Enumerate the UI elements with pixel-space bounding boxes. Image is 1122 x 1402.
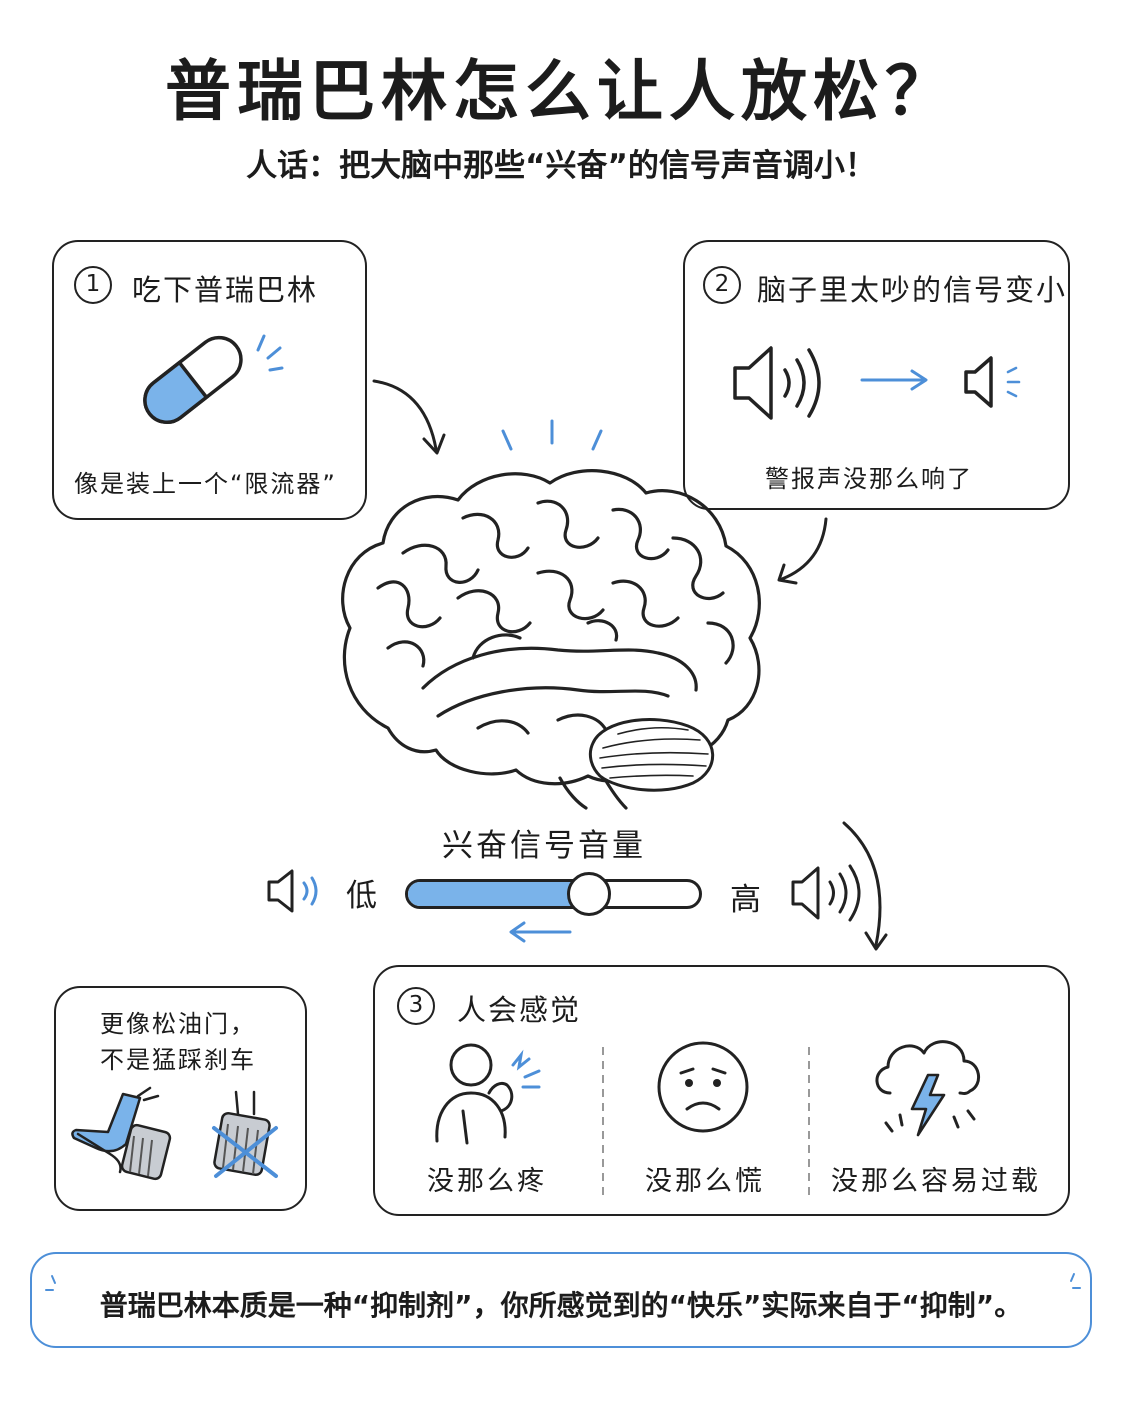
spark-right-icon: [1070, 1273, 1081, 1289]
step1-caption: 像是装上一个“限流器”: [74, 470, 337, 498]
page-subtitle: 人话：把大脑中那些“兴奋”的信号声音调小！: [246, 148, 876, 184]
step3-number: 3: [397, 987, 435, 1025]
step1-title: 吃下普瑞巴林: [132, 273, 319, 307]
arrow-step2-to-brain-icon: [777, 517, 828, 585]
brake-pedal-crossed-icon: [212, 1090, 278, 1178]
side-note-panel: 更像松油门， 不是猛踩刹车: [54, 986, 307, 1211]
summary-text: 普瑞巴林本质是一种“抑制剂”，你所感觉到的“快乐”实际来自于“抑制”。: [99, 1289, 1023, 1322]
spark-left-icon: [45, 1275, 56, 1291]
volume-high-icon: [791, 864, 861, 922]
page-title: 普瑞巴林怎么让人放松？: [165, 53, 957, 130]
step1-number: 1: [74, 266, 112, 304]
step3-panel: 3 人会感觉 没那么疼 没那么: [373, 965, 1070, 1216]
step3-title: 人会感觉: [457, 993, 582, 1027]
divider: [602, 1047, 604, 1197]
volume-slider-knob[interactable]: [567, 872, 612, 916]
step1-panel: 1 吃下普瑞巴林 像是装上一个“限流器”: [52, 240, 367, 520]
arrow-right-icon: [860, 369, 928, 391]
pill-icon: [143, 334, 284, 424]
summary-panel: 普瑞巴林本质是一种“抑制剂”，你所感觉到的“快乐”实际来自于“抑制”。: [30, 1252, 1092, 1348]
side-note-line2: 不是猛踩刹车: [100, 1046, 256, 1074]
step2-caption: 警报声没那么响了: [765, 465, 973, 493]
feeling-label-overload: 没那么容易过载: [831, 1166, 1041, 1197]
storm-cloud-icon: [875, 1040, 980, 1137]
step2-panel: 2 脑子里太吵的信号变小 警报声没那么响了: [683, 240, 1070, 510]
volume-low-icon: [267, 869, 318, 913]
arrow-volume-to-step3-icon: [842, 821, 888, 951]
arrow-left-icon: [509, 921, 572, 943]
feeling-label-pain: 没那么疼: [427, 1166, 547, 1197]
volume-slider-track[interactable]: [405, 879, 702, 909]
feeling-label-panic: 没那么慌: [645, 1166, 765, 1197]
volume-low-label: 低: [346, 878, 380, 914]
arrow-step1-to-brain-icon: [372, 379, 446, 455]
brain-icon: [341, 469, 761, 810]
volume-high-label: 高: [730, 882, 764, 918]
step2-title: 脑子里太吵的信号变小: [757, 273, 1068, 307]
worried-face-icon: [657, 1041, 749, 1133]
divider: [808, 1047, 810, 1197]
side-note-line1: 更像松油门，: [100, 1010, 256, 1038]
quiet-speaker-icon: [964, 356, 1021, 408]
foot-on-pedal-icon: [71, 1086, 172, 1181]
volume-slider-fill: [408, 882, 593, 906]
step2-number: 2: [703, 266, 741, 304]
brain-rays-icon: [501, 419, 603, 451]
loud-speaker-icon: [733, 346, 821, 420]
person-pain-icon: [435, 1043, 541, 1145]
volume-title: 兴奋信号音量: [442, 828, 646, 864]
